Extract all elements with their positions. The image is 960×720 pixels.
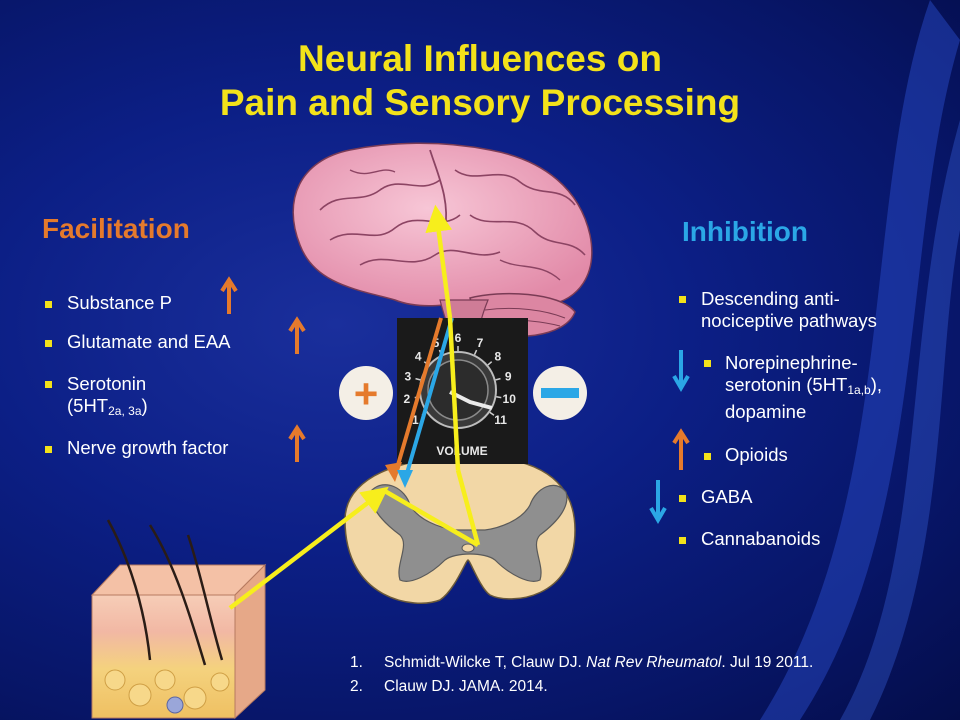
bullet xyxy=(45,446,52,453)
facilitation-item-serotonin: Serotonin (5HT2a, 3a) xyxy=(67,373,148,418)
up-arrow-icon xyxy=(220,276,238,314)
dial-tick xyxy=(489,411,495,416)
dial-tick xyxy=(496,396,502,399)
inhibition-item-cannabanoids: Cannabanoids xyxy=(701,528,821,549)
up-arrow-icon xyxy=(288,316,306,354)
bullet xyxy=(45,381,52,388)
minus-symbol xyxy=(533,366,587,420)
down-arrow-icon xyxy=(649,480,667,524)
spinal-cord-cross-section xyxy=(344,456,576,604)
dial-number: 2 xyxy=(403,392,410,406)
dial-number: 8 xyxy=(494,350,501,364)
up-arrow-icon xyxy=(288,424,306,462)
bullet xyxy=(679,296,686,303)
dial-number: 11 xyxy=(494,413,507,427)
facilitation-heading: Facilitation xyxy=(42,213,190,244)
volume-knob: 12 345 6 789 10 11 VOLUME xyxy=(397,318,528,464)
facilitation-item-nerve-growth-factor: Nerve growth factor xyxy=(67,437,229,458)
references: 1. Schmidt-Wilcke T, Clauw DJ. Nat Rev R… xyxy=(350,651,813,699)
dial-tick xyxy=(495,377,501,381)
descending-facilitation-arrow xyxy=(393,317,443,476)
dial-tick xyxy=(473,349,478,356)
dial-tick xyxy=(487,361,493,366)
inhibition-item-gaba: GABA xyxy=(701,486,753,507)
dial-number: 5 xyxy=(433,336,440,350)
dial-number: 6 xyxy=(455,331,462,345)
plus-symbol: + xyxy=(339,366,393,420)
inhibition-heading: Inhibition xyxy=(682,216,808,247)
reference-2: 2. Clauw DJ. JAMA. 2014. xyxy=(350,678,548,695)
dial-number: 1 xyxy=(412,413,419,427)
bullet xyxy=(704,453,711,460)
svg-text:+: + xyxy=(354,370,379,417)
dial-number: 9 xyxy=(505,370,512,384)
ascending-pain-pathway xyxy=(228,204,481,610)
slide-title-line1: Neural Influences on xyxy=(298,38,662,79)
dial-number: 4 xyxy=(415,350,422,364)
descending-inhibition-arrow xyxy=(403,317,454,481)
bullet xyxy=(679,537,686,544)
bullet xyxy=(45,301,52,308)
dial-number: 7 xyxy=(477,336,484,350)
skin-cross-section xyxy=(90,519,267,720)
bullet xyxy=(679,495,686,502)
dial-number: 10 xyxy=(503,392,517,406)
facilitation-item-glutamate: Glutamate and EAA xyxy=(67,331,231,352)
bullet xyxy=(45,340,52,347)
inhibition-item-descending-pathways: Descending anti-nociceptive pathways xyxy=(701,288,877,331)
dial-tick xyxy=(415,377,421,381)
down-arrow-icon xyxy=(672,350,690,392)
slide-title-line2: Pain and Sensory Processing xyxy=(219,82,741,123)
inhibition-item-opioids: Opioids xyxy=(725,444,788,465)
up-arrow-icon xyxy=(672,428,690,470)
facilitation-item-substance-p: Substance P xyxy=(67,292,172,313)
volume-label: VOLUME xyxy=(436,444,487,458)
bullet xyxy=(704,360,711,367)
reference-1: 1. Schmidt-Wilcke T, Clauw DJ. Nat Rev R… xyxy=(350,654,814,671)
inhibition-item-norepinephrine: Norepinephrine- serotonin (5HT1a,b), dop… xyxy=(725,352,883,422)
dial-number: 3 xyxy=(404,370,411,384)
